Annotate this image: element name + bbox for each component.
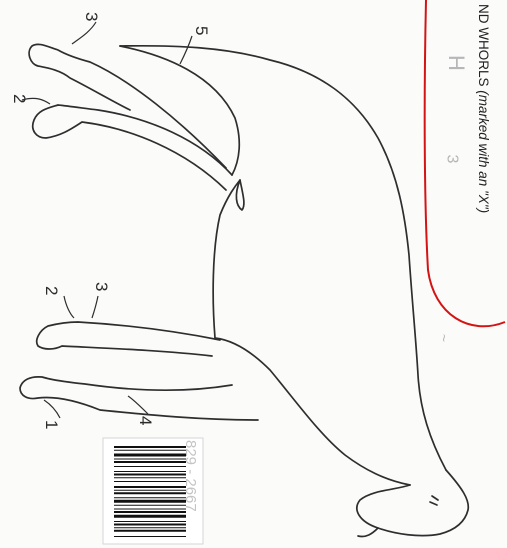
horse-stifle-outline [236,180,244,210]
margin-heading-text: ND WHORLS [476,4,491,87]
barcode-bar [114,515,186,518]
barcode-bar [114,505,186,506]
marker-leader-line [44,400,60,418]
marker-leader-line [128,396,148,414]
barcode-bar [114,477,186,478]
barcode-bar [114,530,186,532]
horse-neck-underside [215,338,410,485]
barcode-bar [114,466,186,467]
front-leg-far-outline [37,322,220,356]
margin-note: (marked with an "X") [476,90,491,213]
marker-leader-line [72,22,96,44]
marker-label: 2 [10,94,29,103]
margin-heading: ND WHORLS (marked with an "X") [476,4,491,213]
marker-leader-line [180,36,192,64]
hind-leg-near-outline [29,44,226,168]
marker-leader-line [92,296,98,318]
hind-leg-rear-outline [33,105,232,190]
marker-leader-line [64,296,74,318]
barcode-bar [114,454,186,457]
barcode-bar [114,474,186,476]
barcode-bar [114,500,186,503]
barcode-faint-digits: 829 - 2667 [182,440,199,512]
barcode-label: 829 - 2667 [103,438,203,544]
barcode-bar [114,486,186,488]
barcode-bar [114,459,186,460]
horse-head-outline [357,470,468,536]
horse-eye [430,496,438,505]
barcode-bar [114,446,186,448]
barcode-bar [114,536,186,537]
barcode-bar [114,450,186,451]
barcode-bar [114,471,186,472]
horse-muzzle-outline [358,528,378,537]
barcode-bar [114,481,186,482]
barcode-bar [114,509,186,510]
marker-label: 1 [42,420,61,429]
barcode-bar [114,521,186,522]
barcode-bar [114,490,186,491]
marker-label: 5 [192,26,211,35]
front-leg-near-outline [20,377,258,420]
barcode-bar [114,527,186,528]
barcode-bar [114,461,186,463]
barcode-bar [114,497,186,498]
marker-label: 3 [92,282,111,291]
marker-label: 4 [136,416,155,425]
horse-belly-outline [213,180,240,338]
red-outline-circle [425,0,505,326]
marker-label: 3 [82,12,101,21]
marker-label: 2 [42,286,61,295]
barcode-bar [114,511,186,513]
barcode-bar [114,492,186,494]
horse-back-outline [120,46,446,470]
barcode-bar [114,524,186,526]
